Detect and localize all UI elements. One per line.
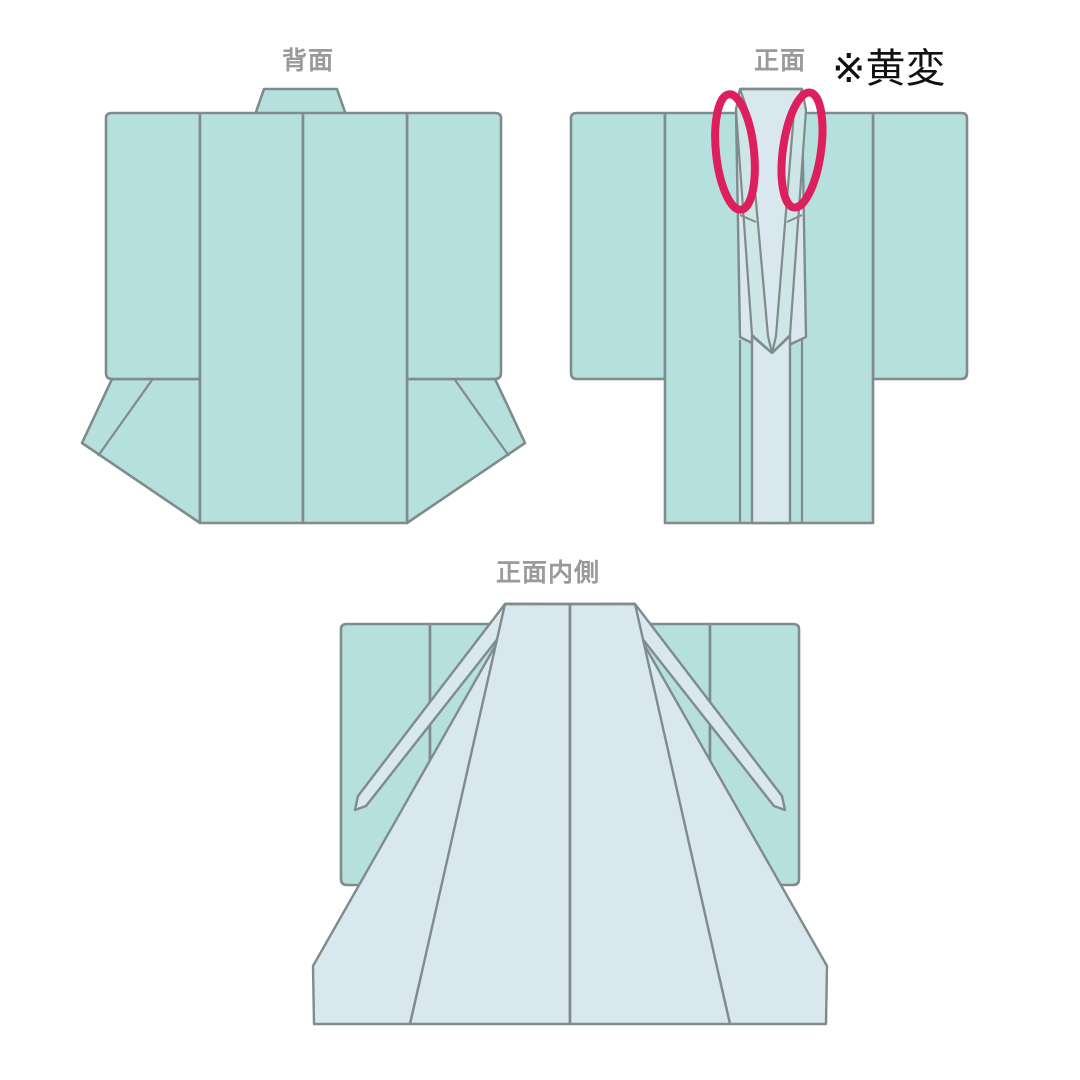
- front-view-group: [569, 87, 969, 525]
- view-label-front: 正面: [753, 47, 806, 75]
- back-hem-flare-right-seam: [454, 379, 510, 457]
- back-view-group: [80, 87, 527, 525]
- yellowing-note-text: ※黄変: [832, 46, 946, 92]
- front-sleeve-right: [871, 111, 969, 381]
- front-inside-view-group: [311, 602, 829, 1026]
- view-label-back: 背面: [281, 47, 334, 75]
- back-body-panel-right: [301, 111, 409, 525]
- back-hem-flare-left-seam: [97, 379, 153, 457]
- yellowing-marker-left: [711, 90, 759, 214]
- view-label-front-inside: 正面内側: [495, 559, 600, 587]
- yellowing-marker-right: [777, 88, 827, 212]
- front-center-lining-strip: [750, 334, 792, 525]
- front-collar-band-left-fold: [739, 214, 757, 223]
- back-sleeve-right: [405, 111, 503, 381]
- front-collar-band-right-fold: [786, 214, 803, 223]
